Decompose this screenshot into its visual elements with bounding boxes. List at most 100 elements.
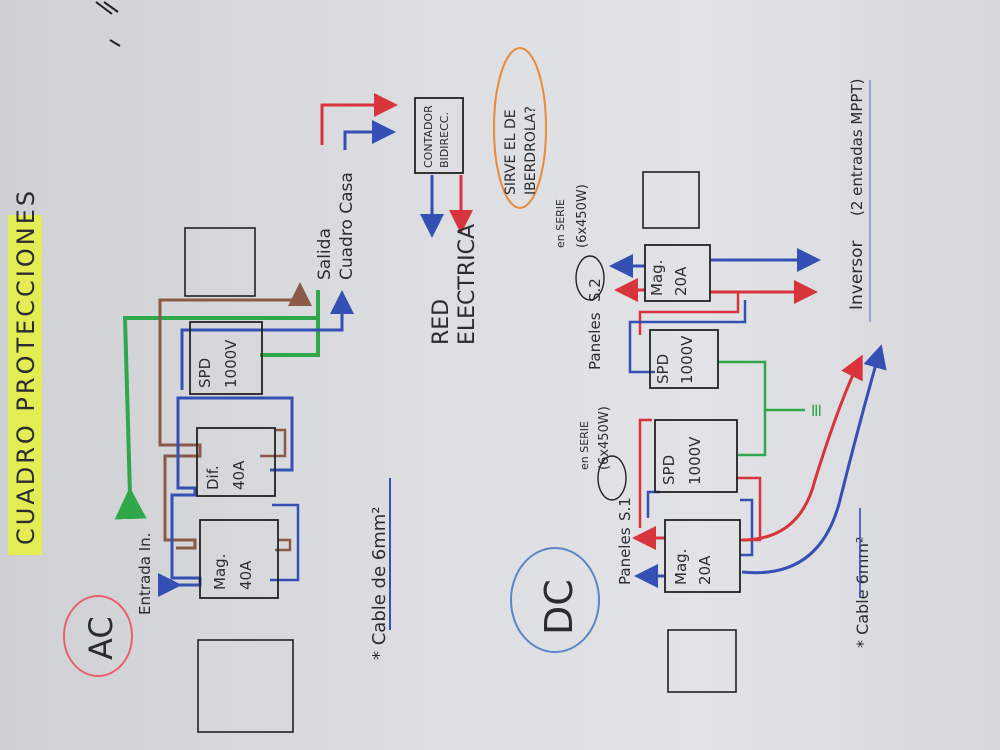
- ac-salida-line1: Salida: [315, 228, 335, 280]
- paneles-s1-label: Paneles: [616, 527, 634, 585]
- ac-neutral-wire-2: [270, 503, 300, 582]
- dc-cable-note: * Cable 6mm²: [853, 537, 872, 648]
- paneles-s1-id: S.1: [616, 497, 634, 521]
- dc-spd2-label: SPD: [654, 354, 672, 384]
- ac-mag-rating: 40A: [237, 560, 255, 590]
- contador-label: CONTADOR: [422, 105, 435, 168]
- dc-badge: DC: [537, 579, 581, 635]
- ac-salida-line2: Cuadro Casa: [337, 172, 357, 280]
- dc-mag1-label: Mag.: [672, 549, 690, 585]
- question-line2: IBERDROLA?: [523, 106, 539, 195]
- dc-s2-red-loop: [638, 292, 740, 335]
- serie-s2: en SERIE (6x450W): [554, 184, 590, 248]
- contador-box: [414, 97, 464, 174]
- title-highlight: [8, 215, 42, 555]
- dc-badge-circle: [510, 547, 600, 653]
- dc-empty-box-bottom: [667, 629, 737, 693]
- dc-mag1-text: Mag. 20A: [672, 549, 714, 585]
- dc-empty-box-top: [642, 171, 700, 229]
- dc-spd2-box: [649, 329, 719, 389]
- dc-earth-wire: [718, 360, 805, 412]
- serie-s1-spec: (6x450W): [597, 406, 612, 470]
- ac-mag-label: Mag.: [211, 554, 229, 590]
- dc-mag1-rating: 20A: [696, 555, 714, 585]
- paneles-s2-id: S.2: [586, 278, 604, 302]
- dc-spd2-rating: 1000V: [678, 335, 696, 384]
- dc-s1-blue-link: [740, 498, 754, 557]
- dc-spd1-box: [654, 419, 738, 493]
- dc-earth-wire-2: [738, 410, 767, 457]
- dc-mag2-label: Mag.: [648, 260, 666, 296]
- dc-s1-pos-out: [741, 354, 863, 542]
- ac-dif-rating: 40A: [230, 460, 248, 490]
- dc-s1-red-loop: [638, 418, 652, 528]
- ac-dif-text: Dif. 40A: [204, 460, 248, 490]
- question-line1: SIRVE EL DE: [503, 109, 519, 195]
- dc-spd1-text: SPD 1000V: [660, 436, 704, 485]
- ac-empty-box-top: [184, 227, 256, 297]
- dc-mag2-rating: 20A: [672, 266, 690, 296]
- serie-s1: en SERIE (6x450W): [578, 406, 612, 470]
- question-circle: [493, 47, 547, 209]
- dc-mag2-box: [644, 244, 711, 302]
- ac-live-wire-2: [260, 428, 287, 458]
- inversor-label: Inversor: [847, 240, 867, 310]
- ac-entrada-label: Entrada In.: [136, 533, 154, 615]
- red-label-1: RED: [429, 299, 454, 345]
- ac-mag-box: [199, 519, 279, 599]
- paneles-s2: Paneles S.2: [586, 278, 604, 370]
- ac-mag-text: Mag. 40A: [211, 554, 255, 590]
- dc-mag2-text: Mag. 20A: [648, 260, 690, 296]
- ac-badge: AC: [82, 616, 120, 660]
- question-text: SIRVE EL DE IBERDROLA?: [503, 106, 539, 195]
- s2-circle: [575, 255, 605, 301]
- serie-s2-label: en SERIE: [554, 199, 567, 248]
- ac-neutral-wire: [158, 396, 294, 597]
- ac-empty-box-bottom: [197, 639, 294, 733]
- grid-neutral-arrow: [343, 120, 396, 150]
- inversor-spec: (2 entradas MPPT): [848, 79, 866, 216]
- red-electrica: RED ELECTRICA: [429, 224, 480, 345]
- dc-s2-blue-loop: [628, 300, 747, 374]
- contador-text: CONTADOR BIDIRECC.: [422, 105, 451, 168]
- grid-live-arrow: [320, 93, 398, 145]
- ac-live-wire-3: [275, 538, 292, 552]
- ac-dif-label: Dif.: [204, 465, 222, 490]
- red-label-2: ELECTRICA: [455, 224, 480, 345]
- dc-spd1-rating: 1000V: [686, 436, 704, 485]
- ac-cable-note: * Cable de 6mm²: [369, 506, 390, 660]
- ac-spd-text: SPD 1000V: [196, 339, 240, 388]
- inversor: Inversor (2 entradas MPPT): [847, 79, 867, 310]
- dc-s1-blue-loop: [646, 490, 660, 518]
- paneles-s2-label: Paneles: [586, 312, 604, 370]
- dc-spd1-label: SPD: [660, 455, 678, 485]
- ac-ground-wire: [114, 290, 320, 520]
- s1-circle: [597, 455, 627, 501]
- ac-spd-label: SPD: [196, 358, 214, 388]
- paneles-s1: Paneles S.1: [616, 497, 634, 585]
- ac-badge-circle: [63, 595, 133, 677]
- ac-spd-rating: 1000V: [222, 339, 240, 388]
- dc-badge-label: DC: [537, 579, 581, 635]
- ac-salida: Salida Cuadro Casa: [315, 172, 357, 280]
- ac-spd-box: [189, 321, 263, 395]
- dc-cable-label: * Cable 6mm²: [853, 537, 872, 648]
- page-title: CUADRO PROTECCIONES: [12, 188, 40, 545]
- edge-scribble: [95, 1, 121, 47]
- serie-s2-spec: (6x450W): [575, 184, 590, 248]
- ac-cable-label: * Cable de 6mm²: [369, 506, 390, 660]
- ac-entrada: Entrada In.: [136, 533, 154, 615]
- dc-s1-neg-out: [741, 344, 887, 575]
- ac-dif-box: [196, 427, 276, 497]
- title-group: CUADRO PROTECCIONES: [8, 188, 42, 555]
- serie-s1-label: en SERIE: [578, 421, 591, 470]
- dc-mag1-box: [664, 519, 741, 593]
- dc-spd2-text: SPD 1000V: [654, 335, 696, 384]
- contador-sublabel: BIDIRECC.: [438, 112, 451, 168]
- ac-live-wire: [158, 282, 312, 550]
- ac-ground-wire-spd: [260, 320, 320, 357]
- ground-symbol: ≡: [806, 403, 827, 418]
- ac-badge-label: AC: [82, 616, 120, 660]
